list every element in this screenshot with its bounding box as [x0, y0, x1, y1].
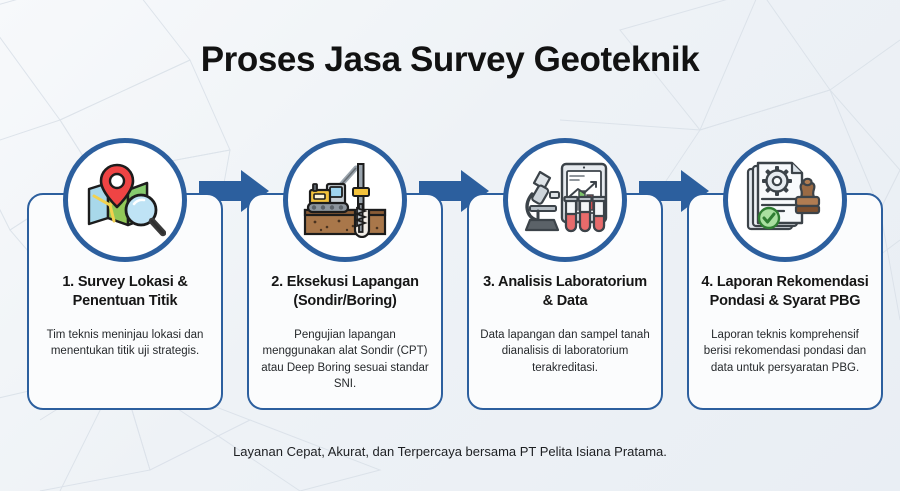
- step-1: 1. Survey Lokasi & Penentuan Titik Tim t…: [27, 138, 223, 410]
- step-1-title: 1. Survey Lokasi & Penentuan Titik: [62, 274, 188, 309]
- step-2: 2. Eksekusi Lapangan (Sondir/Boring) Pen…: [247, 138, 443, 410]
- step-2-title: 2. Eksekusi Lapangan (Sondir/Boring): [271, 274, 419, 309]
- step-4-description: Laporan teknis komprehensif berisi rekom…: [703, 329, 867, 374]
- step-2-icon-circle: [283, 138, 407, 262]
- footer-note: Layanan Cepat, Akurat, dan Terpercaya be…: [233, 444, 667, 459]
- step-4-title: 4. Laporan Rekomendasi Pondasi & Syarat …: [701, 274, 869, 309]
- step-3-title: 3. Analisis Laboratorium & Data: [483, 274, 647, 309]
- step-2-description: Pengujian lapangan menggunakan alat Sond…: [261, 329, 429, 391]
- microscope-lab-analysis-icon: [524, 162, 608, 233]
- step-3: 3. Analisis Laboratorium & Data Data lap…: [467, 138, 663, 410]
- drilling-rig-icon: [303, 163, 387, 238]
- step-3-icon-circle: [503, 138, 627, 262]
- step-1-icon-circle: [63, 138, 187, 262]
- step-1-description: Tim teknis meninjau lokasi dan menentuka…: [46, 329, 204, 358]
- map-location-search-icon: [87, 163, 166, 237]
- step-4: 4. Laporan Rekomendasi Pondasi & Syarat …: [687, 138, 883, 410]
- step-2-card: 2. Eksekusi Lapangan (Sondir/Boring) Pen…: [247, 193, 443, 410]
- step-3-description: Data lapangan dan sampel tanah dianalisi…: [480, 329, 650, 374]
- page-title: Proses Jasa Survey Geoteknik: [200, 40, 700, 79]
- report-document-stamp-icon: [746, 161, 821, 231]
- step-4-icon-circle: [723, 138, 847, 262]
